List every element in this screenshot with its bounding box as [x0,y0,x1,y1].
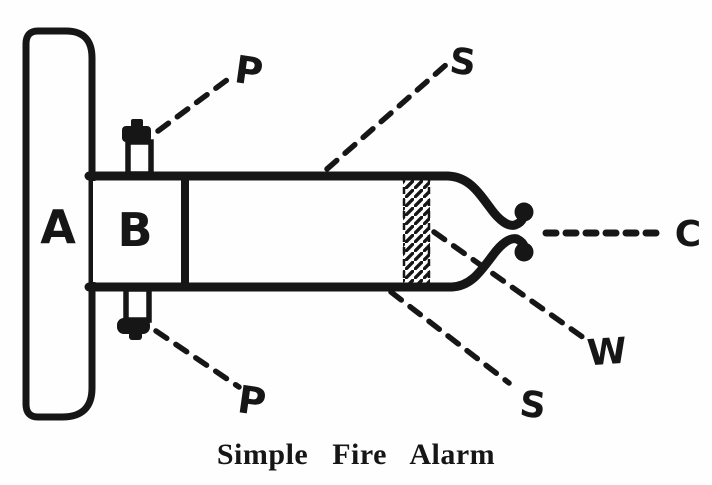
leader-line-post-bottom [153,328,242,390]
binding-post-bottom-cap [117,318,150,334]
label-contact: C [675,214,701,255]
backboard-shape [22,27,96,421]
binding-post-bottom-nub [129,331,142,340]
binding-post-top-nub [131,119,143,128]
label-post-top: P [232,47,266,94]
label-shell-top: S [448,41,478,84]
figure-caption: Simple Fire Alarm [216,438,496,471]
label-post-bottom: P [235,377,269,424]
contact-ball-top [514,202,534,222]
binding-post-top-body [125,139,154,177]
binding-post-bottom-body [123,286,152,323]
label-wax: W [586,331,628,375]
contact-ball-bottom [514,242,534,262]
tube-interior [93,181,458,282]
leader-line-shell-top [324,61,450,172]
label-base-box: B [117,203,152,257]
leader-line-post-top [155,74,234,134]
wax-plug-hatch [403,172,430,290]
binding-post-top-cap [122,126,151,142]
label-backboard: A [40,200,76,254]
leader-line-shell-bottom [388,289,512,386]
label-shell-bottom: S [518,384,548,427]
leader-line-wax [431,229,587,341]
